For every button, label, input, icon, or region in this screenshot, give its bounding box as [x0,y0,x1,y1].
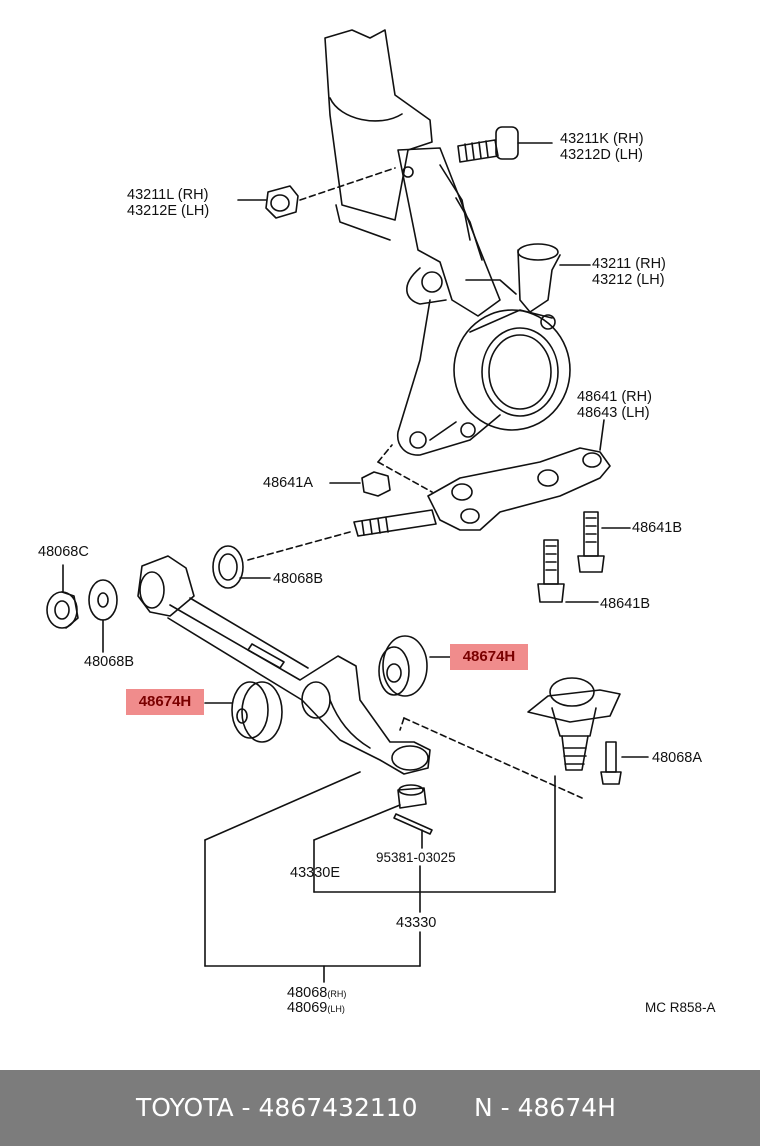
knuckle-bolt-drawing [457,126,553,163]
label-arm-lh-suffix: (LH) [327,1004,345,1014]
parts-diagram [46,29,649,983]
label-knuckle-rh: 43211 (RH) [592,256,666,272]
label-arm-rh-suffix: (RH) [327,989,347,999]
label-knuckle-nut-rh: 43211L (RH) [127,187,209,203]
highlight-bushing-right[interactable]: 48674H [450,644,528,670]
label-knuckle-nut-lh: 43212E (LH) [127,203,210,219]
highlight-bushing-left[interactable]: 48674H [126,689,204,715]
ball-joint-drawing [313,677,621,893]
nut-48641A-drawing [329,471,391,497]
bolt-48068A-drawing [600,741,649,785]
bracket-drawing [353,419,611,537]
label-bolt-48641B-bottom: 48641B [600,596,650,612]
label-washer-48068B-left: 48068B [84,654,134,670]
label-washer-48068B-right: 48068B [273,571,323,587]
lower-control-arm-drawing [137,555,431,967]
label-washer-48068C: 48068C [38,544,89,560]
washers-left-drawing [46,564,118,653]
label-arm-lh: 48069(LH) [287,1000,345,1017]
label-ball-joint-43330: 43330 [396,915,437,931]
castle-nut-drawing [204,784,433,983]
label-ball-nut-43330E: 43330E [290,865,340,881]
label-knuckle-bolt-lh: 43212D (LH) [560,147,644,163]
label-bracket-rh: 48641 (RH) [577,389,652,405]
diagram-ref-code: MC R858-A [645,1000,716,1015]
footer-ref-number: N - 48674H [474,1093,616,1122]
footer-brand-part-number: TOYOTA - 4867432110 [136,1093,418,1122]
label-bracket-lh: 48643 (LH) [577,405,650,421]
washer-right-drawing [212,531,351,589]
diagram-artwork [46,29,649,983]
bolts-48641B-drawing [537,511,631,603]
steering-knuckle-drawing [324,29,571,456]
label-knuckle-lh: 43212 (LH) [592,272,665,288]
label-bolt-48068A: 48068A [652,750,702,766]
label-arm-rh: 48068(RH) [287,985,346,1002]
label-bolt-48641B-top: 48641B [632,520,682,536]
label-arm-lh-number: 48069 [287,1000,328,1016]
knuckle-nut-drawing [237,167,396,219]
label-knuckle-bolt-rh: 43211K (RH) [560,131,644,147]
label-cotter-pin: 95381-03025 [376,850,456,865]
bushings-drawing [204,635,451,743]
label-nut-48641A: 48641A [263,475,313,491]
label-arm-rh-number: 48068 [287,985,328,1001]
footer-bar: TOYOTA - 4867432110 N - 48674H [0,1070,760,1146]
